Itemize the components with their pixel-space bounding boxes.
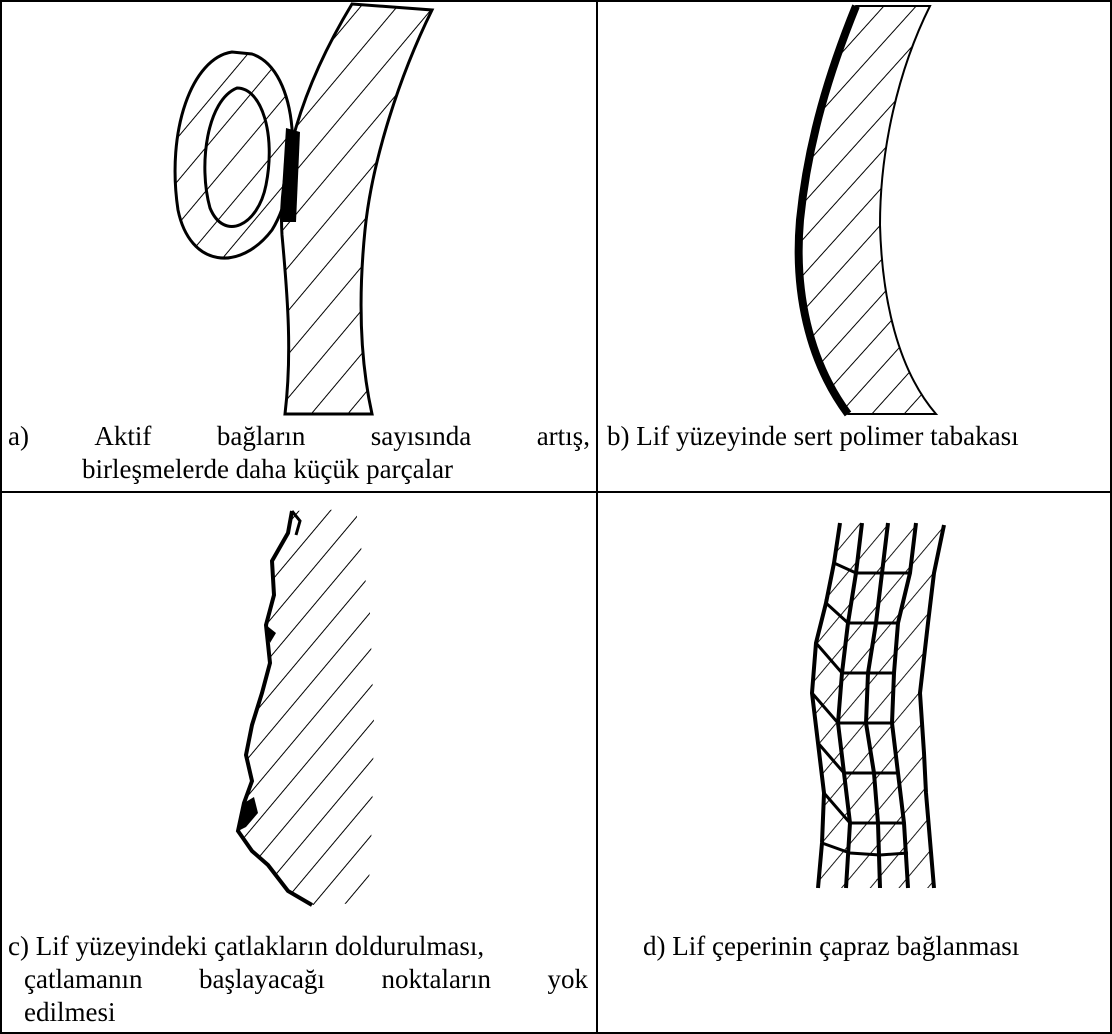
caption-c-line2: çatlamanın başlayacağı noktaların yok [24, 963, 588, 996]
caption-a-word1: Aktif [94, 420, 151, 453]
caption-c-word4: yok [548, 963, 589, 996]
fiber-polymer-layer-drawing [598, 0, 1110, 420]
caption-b: b) Lif yüzeyinde sert polimer tabakası [607, 420, 1019, 453]
caption-c-word1: çatlamanın [24, 963, 142, 996]
caption-c-line1: c) Lif yüzeyindeki çatlakların doldurulm… [8, 930, 484, 963]
fiber-crosslink-drawing [598, 493, 1110, 930]
caption-a-word3: sayısında [371, 420, 472, 453]
caption-a-line2: birleşmelerde daha küçük parçalar [82, 453, 453, 486]
caption-a-line1: a) Aktif bağların sayısında artış, [8, 420, 590, 453]
caption-a-word2: bağların [217, 420, 305, 453]
caption-d: d) Lif çeperinin çapraz bağlanması [643, 930, 1019, 963]
caption-c-word3: noktaların [381, 963, 490, 996]
fiber-with-ring-drawing [0, 0, 596, 420]
caption-a-marker: a) [8, 420, 29, 453]
caption-a-word4: artış, [537, 420, 590, 453]
caption-c-line3: edilmesi [24, 996, 115, 1029]
caption-c-word2: başlayacağı [199, 963, 325, 996]
fiber-cracks-drawing [0, 493, 596, 930]
